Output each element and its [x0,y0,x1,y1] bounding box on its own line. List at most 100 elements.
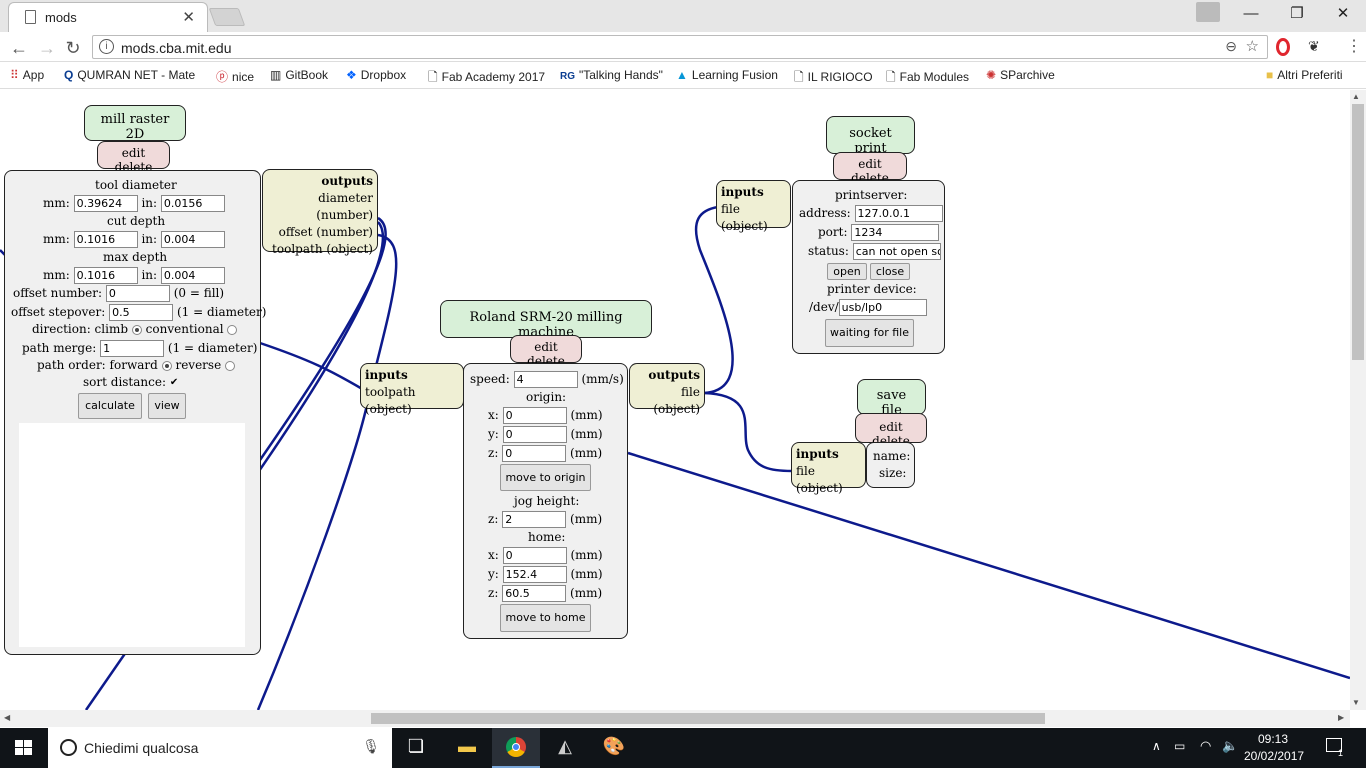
other-bookmarks[interactable]: ■Altri Preferiti [1266,68,1343,82]
bookmark-talking-hands[interactable]: RG"Talking Hands" [560,68,663,82]
close-window-button[interactable]: ✕ [1336,5,1350,22]
maximize-button[interactable]: ❐ [1290,5,1304,22]
waiting-for-file-button[interactable]: waiting for file [825,319,914,347]
save-title[interactable]: save file [857,379,926,418]
home-x-input[interactable]: 0 [502,547,567,564]
bookmark-fab-academy[interactable]: 🗋Fab Academy 2017 [428,68,545,89]
socket-edit-delete[interactable]: edit delete [833,152,907,185]
bookmark-sparchive[interactable]: ✺SParchive [986,68,1055,82]
socket-input-file[interactable]: file (object) [721,202,768,233]
cortana-search[interactable]: Chiedimi qualcosa 🎙 [48,728,392,768]
new-tab-button[interactable] [208,8,246,26]
tab-close-icon[interactable]: ✕ [182,9,195,26]
task-view-icon[interactable]: ❏ [407,736,425,756]
output-toolpath[interactable]: toolpath (object) [272,242,373,256]
scroll-down-icon[interactable]: ▼ [1352,698,1360,707]
input-toolpath[interactable]: toolpath (object) [365,385,416,416]
address-bar[interactable]: i mods.cba.mit.edu ⊖ ☆ [92,35,1268,59]
star-icon[interactable]: ☆ [1245,38,1259,55]
home-z-input[interactable]: 60.5 [502,585,567,602]
calculate-button[interactable]: calculate [78,393,142,419]
origin-x-input[interactable]: 0 [502,407,567,424]
horizontal-scroll-thumb[interactable] [371,713,1045,724]
zoom-icon[interactable]: ⊖ [1225,38,1237,54]
mill-edit-delete[interactable]: edit delete [97,141,170,174]
chrome-taskbar-item[interactable] [492,728,540,768]
close-button[interactable]: close [870,263,910,280]
tool-in-input[interactable]: 0.0156 [160,195,225,212]
info-icon[interactable]: i [99,39,114,54]
path-merge-input[interactable]: 1 [100,340,165,357]
scroll-up-icon[interactable]: ▲ [1352,92,1360,101]
socket-title[interactable]: socket print [826,116,915,156]
mill-title[interactable]: mill raster 2D [84,105,186,142]
direction-label: direction: climb [32,322,129,336]
paint-icon[interactable]: 🎨 [602,736,626,756]
bookmark-app[interactable]: ⠿App [10,68,45,82]
forward-radio[interactable] [161,360,172,371]
volume-icon[interactable]: 🔈 [1222,738,1239,753]
climb-radio[interactable] [131,324,142,335]
scroll-right-icon[interactable]: ▶ [1338,713,1345,722]
roland-title[interactable]: Roland SRM-20 milling machine [440,300,652,340]
inkscape-icon[interactable]: ◭ [558,736,572,756]
file-explorer-icon[interactable]: ▬ [458,736,476,756]
offset-number-input[interactable]: 0 [105,285,170,302]
address-input[interactable]: 127.0.0.1 [854,205,943,222]
bookmark-dropbox[interactable]: ❖Dropbox [346,68,407,82]
tool-mm-input[interactable]: 0.39624 [73,195,138,212]
scroll-left-icon[interactable]: ◀ [4,713,11,722]
dev-label: /dev/ [809,300,839,314]
output-file[interactable]: file (object) [653,385,700,416]
mods-canvas[interactable]: mill raster 2D edit delete tool diameter… [0,90,1350,710]
menu-icon[interactable]: ⋮ [1346,38,1362,55]
microphone-icon[interactable]: 🎙 [362,738,380,754]
max-mm-input[interactable]: 0.1016 [73,267,138,284]
vertical-scroll-thumb[interactable] [1352,104,1364,360]
move-to-home-button[interactable]: move to home [500,604,591,632]
device-input[interactable]: usb/lp0 [838,299,927,316]
wifi-icon[interactable]: ◠ [1200,738,1212,753]
port-input[interactable]: 1234 [851,224,940,241]
cut-mm-input[interactable]: 0.1016 [73,231,138,248]
evernote-icon[interactable]: ❦ [1308,38,1320,54]
max-in-input[interactable]: 0.004 [160,267,225,284]
origin-y-input[interactable]: 0 [502,426,567,443]
cut-in-input[interactable]: 0.004 [160,231,225,248]
battery-icon[interactable]: ▭ [1174,739,1186,753]
minimize-button[interactable]: — [1243,5,1259,22]
bookmark-learning-fusion[interactable]: ▲Learning Fusion [676,68,778,82]
reload-icon[interactable]: ↻ [65,38,81,58]
conventional-radio[interactable] [227,324,238,335]
move-to-origin-button[interactable]: move to origin [500,464,591,491]
bookmark-fab-modules[interactable]: 🗋Fab Modules [886,68,969,89]
open-button[interactable]: open [827,263,867,280]
bookmark-gitbook[interactable]: ▥GitBook [270,68,329,82]
back-icon[interactable]: ← [10,38,28,58]
save-edit-delete[interactable]: edit delete [855,413,927,448]
jog-z-input[interactable]: 2 [502,511,567,528]
notifications-icon[interactable] [1326,738,1342,752]
clock-date[interactable]: 20/02/2017 [1244,749,1305,763]
offset-stepover-input[interactable]: 0.5 [109,304,174,321]
origin-z-input[interactable]: 0 [502,445,567,462]
clock-time[interactable]: 09:13 [1258,732,1289,746]
sort-distance-checkbox[interactable]: ✔ [169,376,179,388]
tab-mods[interactable]: mods ✕ [8,2,208,32]
speed-input[interactable]: 4 [513,371,578,388]
output-offset[interactable]: offset (number) [278,225,373,239]
windows-start-icon[interactable] [15,740,33,756]
save-input-file[interactable]: file (object) [796,464,843,495]
forward-icon[interactable]: → [38,38,56,58]
roland-edit-delete[interactable]: edit delete [510,335,582,368]
bookmark-il-rigioco[interactable]: 🗋IL RIGIOCO [794,68,873,89]
profile-icon[interactable] [1196,2,1220,22]
reverse-radio[interactable] [225,360,235,371]
opera-icon[interactable] [1276,38,1290,56]
home-y-input[interactable]: 152.4 [502,566,567,583]
output-diameter[interactable]: diameter (number) [316,191,373,222]
show-hidden-icons[interactable]: ∧ [1152,739,1161,753]
view-button[interactable]: view [148,393,186,419]
